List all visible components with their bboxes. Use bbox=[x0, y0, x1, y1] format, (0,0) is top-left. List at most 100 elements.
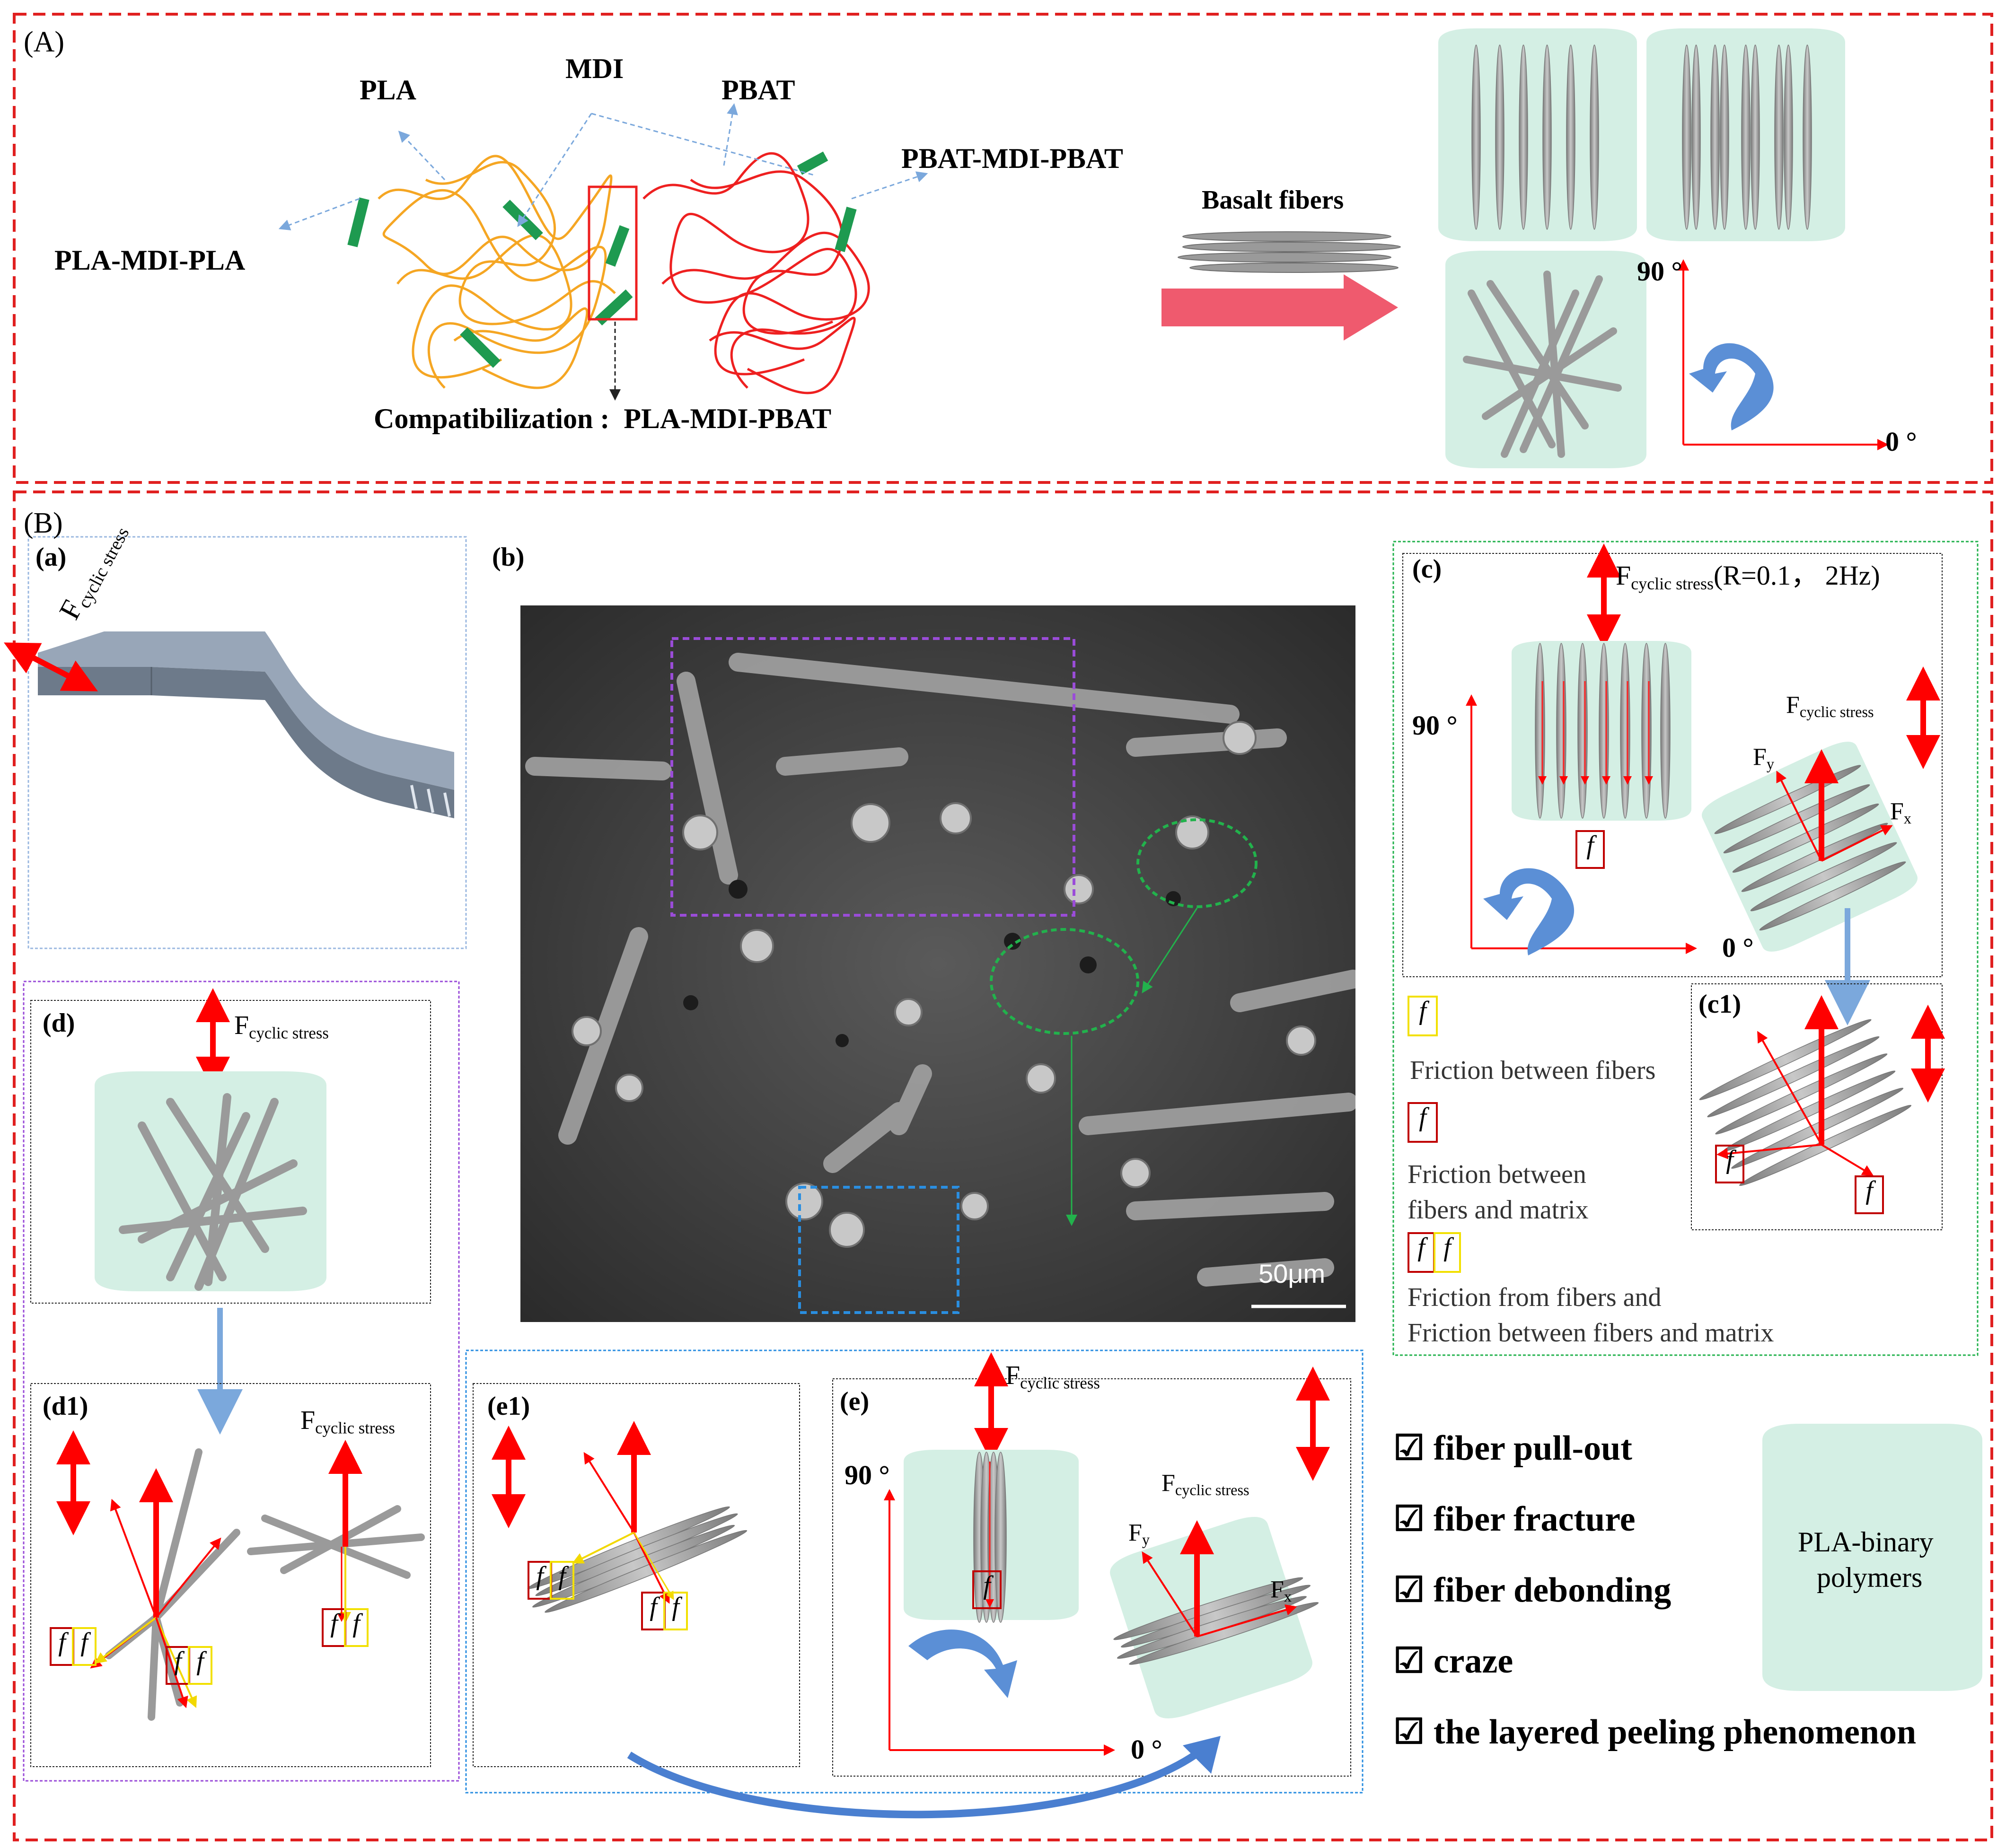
checklist-item-pull-out: ☑ fiber pull-out bbox=[1393, 1429, 1632, 1468]
panel-c-axes bbox=[1466, 694, 1697, 954]
checklist-item-peeling: ☑ the layered peeling phenomenon bbox=[1393, 1713, 1917, 1752]
panel-d1-friction-red-3: f bbox=[322, 1608, 346, 1647]
panel-d1-label: (d1) bbox=[43, 1392, 88, 1421]
sem-pore-2 bbox=[990, 928, 1139, 1035]
panel-d-force-label: Fcyclic stress bbox=[234, 1011, 329, 1042]
panel-e-fy-label: Fy bbox=[1128, 1519, 1150, 1549]
rotation-arrow-a bbox=[1689, 343, 1774, 430]
panel-c-force-components bbox=[1776, 749, 1893, 862]
panel-e-axes bbox=[884, 1489, 1115, 1756]
section-a-leaders bbox=[278, 103, 928, 231]
panel-e-0deg: 0 ° bbox=[1131, 1734, 1162, 1765]
legend-fiber-friction-text: Friction between fibers bbox=[1410, 1056, 1656, 1085]
panel-e1-label: (e1) bbox=[487, 1392, 530, 1421]
pla-mdi-pla-label: PLA-MDI-PLA bbox=[54, 245, 246, 276]
panel-d1-fibers-right bbox=[247, 1505, 425, 1579]
panel-e1-friction-red-1: f bbox=[528, 1561, 552, 1600]
panel-c-outer-frame bbox=[1392, 541, 1979, 1356]
panel-e1-forces bbox=[572, 1421, 674, 1604]
panel-e1-fibers bbox=[527, 1506, 748, 1613]
panel-e1-frame bbox=[473, 1383, 800, 1767]
mdi-label: MDI bbox=[565, 53, 624, 84]
panel-d1-friction-red-1: f bbox=[50, 1627, 74, 1666]
panel-e1-friction-yellow-1: f bbox=[550, 1561, 574, 1600]
panel-e-friction-box: f bbox=[972, 1570, 1002, 1609]
compat-label: Compatibilization : PLA-MDI-PBAT bbox=[374, 403, 832, 434]
panel-c-force-label: Fcyclic stress(R=0.1， 2Hz) bbox=[1616, 560, 1880, 594]
pbat-mdi-pbat-label: PBAT-MDI-PBAT bbox=[901, 143, 1123, 174]
panel-c1-label: (c1) bbox=[1698, 990, 1742, 1019]
cylinder-aligned-2 bbox=[1646, 28, 1845, 241]
panel-d-outer-frame bbox=[23, 981, 460, 1782]
panel-c1-forces bbox=[1716, 995, 1874, 1176]
section-a-label: (A) bbox=[24, 26, 65, 58]
panel-d1-forces-left bbox=[90, 1468, 221, 1708]
panel-a-force-arrow bbox=[4, 642, 98, 692]
panel-e-90deg: 90 ° bbox=[845, 1460, 890, 1490]
checklist-item-craze: ☑ craze bbox=[1393, 1642, 1513, 1681]
panel-c-90deg: 90 ° bbox=[1412, 710, 1458, 741]
panel-e-fx-label: Fx bbox=[1270, 1576, 1292, 1605]
sem-region-purple bbox=[670, 637, 1075, 917]
pla-binary-label-1: PLA-binary bbox=[1798, 1526, 1934, 1558]
pbat-chain-tangle bbox=[642, 152, 870, 394]
panel-c-friction-box: f bbox=[1575, 830, 1605, 869]
panel-c-0deg: 0 ° bbox=[1722, 932, 1754, 963]
e1-to-e-curve-head bbox=[1183, 1736, 1221, 1774]
legend-matrix-friction-text-2: fibers and matrix bbox=[1408, 1195, 1589, 1225]
process-arrow bbox=[1161, 274, 1398, 341]
pla-label: PLA bbox=[360, 74, 416, 105]
sem-pore-1 bbox=[1136, 818, 1258, 908]
cylinder-random bbox=[1445, 251, 1646, 468]
panel-c-fy-label: Fy bbox=[1753, 744, 1775, 773]
panel-e1-friction-red-2: f bbox=[641, 1592, 666, 1630]
legend-matrix-friction-text-1: Friction between bbox=[1408, 1160, 1586, 1189]
panel-d1-friction-yellow-3: f bbox=[344, 1608, 369, 1647]
panel-d-label: (d) bbox=[43, 1008, 75, 1038]
rotation-arrow-c bbox=[1483, 868, 1575, 955]
legend-both-friction-box-red: f bbox=[1408, 1232, 1435, 1273]
pla-binary-cylinder bbox=[1762, 1424, 1982, 1691]
rotation-arrow-e bbox=[908, 1629, 1017, 1698]
panel-b-label: (b) bbox=[492, 543, 525, 572]
pla-binary-label-2: polymers bbox=[1817, 1562, 1923, 1593]
legend-matrix-friction-box: f bbox=[1408, 1102, 1438, 1143]
checklist-item-fracture: ☑ fiber fracture bbox=[1393, 1500, 1636, 1539]
section-a-axes bbox=[1678, 259, 1889, 450]
panel-c-tilted-cylinder bbox=[1702, 742, 1918, 952]
panel-a-label: (a) bbox=[35, 543, 67, 572]
pbat-label: PBAT bbox=[721, 74, 795, 105]
pla-chain-tangle bbox=[378, 155, 616, 389]
panel-c1-friction-box-2: f bbox=[1855, 1175, 1884, 1214]
panel-e-cylinder bbox=[904, 1450, 1079, 1623]
panel-c-label: (c) bbox=[1412, 554, 1442, 584]
sem-region-blue bbox=[798, 1186, 959, 1314]
checklist-item-debonding: ☑ fiber debonding bbox=[1393, 1571, 1672, 1610]
panel-d1-force-label: Fcyclic stress bbox=[300, 1406, 395, 1437]
panel-d1-friction-yellow-1: f bbox=[72, 1627, 97, 1666]
panel-d1-friction-red-2: f bbox=[166, 1646, 190, 1685]
section-a-0deg: 0 ° bbox=[1885, 426, 1917, 457]
compat-region-box bbox=[588, 185, 638, 321]
panel-e-force-label: Fcyclic stress bbox=[1005, 1361, 1100, 1393]
panel-c1-friction-box-1: f bbox=[1715, 1145, 1744, 1183]
panel-e-frame bbox=[832, 1378, 1351, 1777]
cylinder-aligned-1 bbox=[1438, 28, 1637, 241]
panel-a-frame bbox=[27, 536, 467, 949]
panel-e-force-components bbox=[1142, 1520, 1297, 1638]
panel-c-force-label-2: Fcyclic stress bbox=[1786, 692, 1874, 721]
sem-fibers bbox=[525, 653, 1355, 1287]
sem-pore-link bbox=[1142, 908, 1198, 994]
panel-c-cylinder bbox=[1512, 641, 1691, 821]
panel-e-force-label-2: Fcyclic stress bbox=[1161, 1470, 1249, 1499]
basalt-label: Basalt fibers bbox=[1202, 185, 1344, 215]
legend-both-friction-text-2: Friction between fibers and matrix bbox=[1408, 1318, 1774, 1348]
sem-scale-label: 50μm bbox=[1258, 1259, 1326, 1288]
panel-e-tilted-cylinder bbox=[1110, 1517, 1319, 1718]
section-b-frame bbox=[13, 490, 1993, 1841]
legend-fiber-friction-box: f bbox=[1408, 996, 1438, 1036]
e1-to-e-curve bbox=[627, 1747, 1204, 1819]
legend-both-friction-text-1: Friction from fibers and bbox=[1408, 1283, 1662, 1312]
basalt-fiber-bundle bbox=[1178, 231, 1401, 273]
